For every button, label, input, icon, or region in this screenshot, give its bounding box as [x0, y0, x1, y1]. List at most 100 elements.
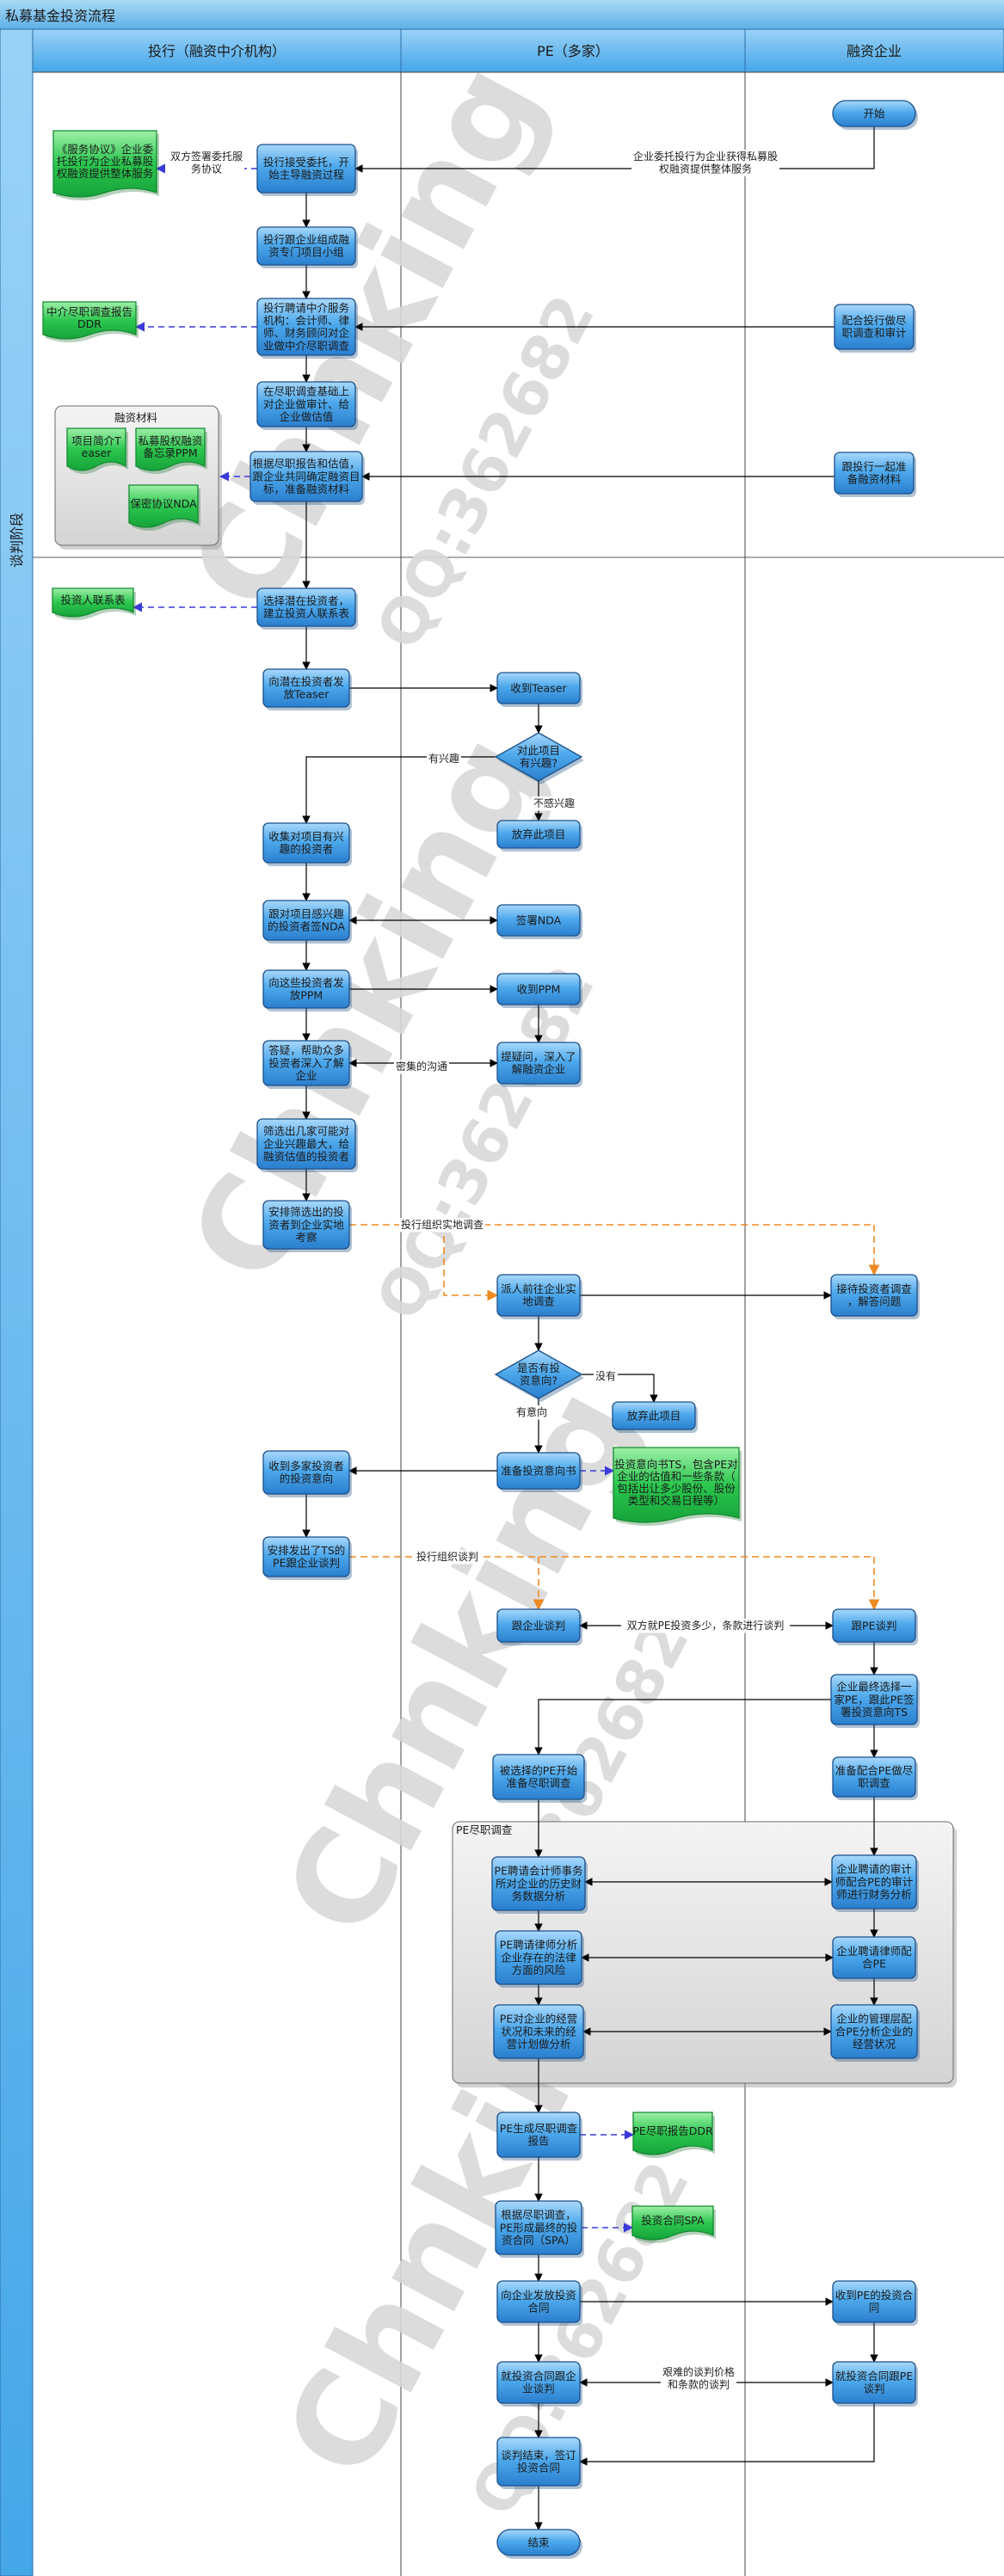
node-label: 向潜在投资者发放Teaser: [268, 675, 344, 701]
node-label: PE尽职报告DDR: [632, 2124, 713, 2137]
node-doc-nda[interactable]: 保密协议NDA: [128, 484, 200, 531]
node-label: 安排筛选出的投资者到企业实地考察: [268, 1206, 344, 1244]
svg-text:投行组织实地调查: 投行组织实地调查: [401, 1218, 484, 1231]
node-co-select-pe[interactable]: 企业最终选择一家PE，跟此PE签署投资意向TS: [830, 1674, 920, 1728]
title-bar: [0, 0, 1004, 29]
edge-label-org-visit: 投行组织实地调查: [399, 1218, 485, 1233]
edge-label-start-ib: 企业委托投行为企业获得私募股权融资提供整体服务: [631, 150, 779, 176]
node-doc-service-agreement[interactable]: 《服务协议》企业委托投行为企业私募股权融资提供整体服务: [52, 130, 159, 200]
edge-label-ib-doc: 双方签署委托服务协议: [169, 150, 244, 176]
node-ib-collect[interactable]: 收集对项目有兴趣的投资者: [262, 822, 352, 866]
node-label: 根据尽职报告和估值，跟企业共同确定融资目标，准备融资材料: [252, 458, 360, 495]
lane-header-ib: 投行（融资中介机构）: [148, 43, 286, 59]
node-label: PE对企业的经营状况和未来的经营计划做分析: [500, 2013, 577, 2050]
node-label: 准备投资意向书: [501, 1464, 576, 1477]
node-label: 派人前往企业实地调查: [501, 1282, 576, 1308]
node-label: 企业的管理层配合PE分析企业的经营状况: [835, 2013, 913, 2050]
node-pe-spa[interactable]: 根据尽职调查，PE形成最终的投资合同（SPA）: [495, 2200, 584, 2258]
node-ib-send-teaser[interactable]: 向潜在投资者发放Teaser: [262, 668, 352, 710]
node-label: 接待投资者调查，解答问题: [836, 1282, 912, 1308]
node-ib-send-ppm[interactable]: 向这些投资者发放PPM: [262, 969, 352, 1011]
node-pe-sign[interactable]: 谈判结束，签订投资合同: [496, 2437, 582, 2489]
node-label: 根据尽职调查，PE形成最终的投资合同（SPA）: [500, 2209, 577, 2247]
node-pe-abandon-2[interactable]: 放弃此项目: [612, 1401, 698, 1433]
node-label: 《服务协议》企业委托投行为企业私募股权融资提供整体服务: [57, 143, 154, 180]
node-pe-prepare-dd[interactable]: 被选择的PE开始准备尽职调查: [492, 1754, 587, 1803]
node-ib-select[interactable]: 选择潜在投资者，建立投资人联系表: [256, 587, 358, 630]
node-pe-hire-accountant[interactable]: PE聘请会计师事务所对企业的历史财务数据分析: [491, 1856, 588, 1914]
edge-co-neg-sign: [579, 2403, 875, 2466]
node-label: 跟企业谈判: [512, 1619, 566, 1632]
node-pe-analyze-ops[interactable]: PE对企业的经营状况和未来的经营计划做分析: [493, 2004, 586, 2062]
node-label: 投资合同SPA: [641, 2214, 705, 2227]
node-co-negotiate[interactable]: 跟PE谈判: [832, 1608, 918, 1645]
node-co-receive-spa[interactable]: 收到PE的投资合同: [832, 2280, 918, 2326]
node-ib-accept[interactable]: 投行接受委托，开始主导融资过程: [256, 144, 358, 196]
svg-text:投行组织谈判: 投行组织谈判: [416, 1550, 478, 1563]
node-pe-abandon-1[interactable]: 放弃此项目: [496, 820, 582, 851]
node-label: 谈判结束，签订投资合同: [501, 2449, 576, 2475]
edge-visit-orange-pe: [443, 1225, 499, 1301]
edge-label-pe-co-terms: 双方就PE投资多少，条款进行谈判: [621, 1619, 790, 1633]
node-doc-investor-list[interactable]: 投资人联系表: [52, 587, 136, 620]
node-label: 配合投行做尽职调查和审计: [841, 314, 907, 340]
node-co-accountant[interactable]: 企业聘请的审计师配合PE的审计师进行财务分析: [831, 1854, 919, 1912]
edge-label-interested-no: 不感兴趣: [532, 796, 576, 811]
node-pe-ddr[interactable]: PE生成尽职调查报告: [496, 2112, 582, 2161]
node-ib-prepare[interactable]: 根据尽职报告和估值，跟企业共同确定融资目标，准备融资材料: [249, 451, 365, 505]
svg-text:没有: 没有: [595, 1369, 616, 1382]
node-ib-answer[interactable]: 答疑，帮助众多投资者深入了解企业: [262, 1040, 352, 1089]
node-pe-intent[interactable]: 是否有投资意向?: [494, 1349, 584, 1402]
node-pe-send-spa[interactable]: 向企业发放投资合同: [496, 2280, 582, 2326]
node-label: 跟投行一起准备融资材料: [841, 460, 906, 486]
node-co-management[interactable]: 企业的管理层配合PE分析企业的经营状况: [830, 2004, 920, 2062]
node-pe-prepare-ts[interactable]: 准备投资意向书: [496, 1452, 582, 1492]
node-ib-hire[interactable]: 投行聘请中介服务机构：会计师、律师、财务顾问对企业做中介尽职调查: [256, 298, 358, 359]
node-ib-screen[interactable]: 筛选出几家可能对企业兴趣最大，给融资估值的投资者: [256, 1118, 358, 1172]
node-ib-arrange-visit[interactable]: 安排筛选出的投资者到企业实地考察: [262, 1200, 352, 1252]
node-ib-review[interactable]: 在尽职调查基础上对企业做审计、给企业做估值: [256, 381, 358, 430]
node-label: 在尽职调查基础上对企业做审计、给企业做估值: [263, 385, 349, 423]
node-pe-interested[interactable]: 对此项目有兴趣?: [494, 732, 584, 784]
edge-label-spa-terms: 艰难的谈判价格和条款的谈判: [661, 2365, 736, 2392]
node-ib-receive-ts[interactable]: 收到多家投资者的投资意向: [262, 1450, 352, 1497]
node-doc-spa[interactable]: 投资合同SPA: [631, 2205, 716, 2243]
node-co-prepare-materials[interactable]: 跟投行一起准备融资材料: [834, 452, 916, 497]
node-end[interactable]: 结束: [496, 2529, 582, 2559]
node-pe-negotiate-spa[interactable]: 就投资合同跟企业谈判: [496, 2361, 582, 2407]
materials-group-label: 融资材料: [114, 411, 158, 424]
node-doc-ts[interactable]: 投资意向书TS，包含PE对企业的估值和一些条款（包括出让多少股份、股份类型和交易…: [613, 1447, 742, 1526]
node-label: 筛选出几家可能对企业兴趣最大，给融资估值的投资者: [263, 1125, 349, 1163]
node-doc-pe-ddr[interactable]: PE尽职报告DDR: [632, 2112, 715, 2158]
node-pe-receive-ppm[interactable]: 收到PPM: [496, 973, 582, 1008]
svg-text:双方就PE投资多少，条款进行谈判: 双方就PE投资多少，条款进行谈判: [627, 1619, 785, 1632]
node-label: 收到多家投资者的投资意向: [268, 1460, 344, 1485]
node-pe-question[interactable]: 提疑问，深入了解融资企业: [496, 1042, 582, 1087]
node-pe-receive-teaser[interactable]: 收到Teaser: [496, 672, 582, 707]
node-co-cooperate-dd[interactable]: 配合投行做尽职调查和审计: [834, 304, 916, 353]
node-co-receive[interactable]: 接待投资者调查，解答问题: [830, 1274, 920, 1319]
node-label: 放弃此项目: [512, 827, 566, 840]
node-co-cooperate-pe-dd[interactable]: 准备配合PE做尽职调查: [832, 1756, 918, 1800]
node-pe-visit[interactable]: 派人前往企业实地调查: [496, 1274, 582, 1319]
node-label: 结束: [527, 2536, 550, 2549]
node-label: 收到PPM: [517, 982, 561, 995]
node-co-lawyer[interactable]: 企业聘请律师配合PE: [832, 1936, 918, 1982]
node-label: 就投资合同跟企业谈判: [501, 2370, 576, 2395]
edge-label-intent-yes: 有意向: [514, 1405, 549, 1420]
node-ib-form-team[interactable]: 投行跟企业组成融资专门项目小组: [256, 226, 358, 268]
node-doc-ppm[interactable]: 私募股权融资备忘录PPM: [135, 427, 207, 474]
node-pe-negotiate[interactable]: 跟企业谈判: [496, 1608, 582, 1645]
node-start[interactable]: 开始: [832, 100, 918, 130]
node-pe-sign-nda[interactable]: 签署NDA: [496, 904, 582, 939]
node-pe-hire-lawyer[interactable]: PE聘请律师分析企业存在的法律方面的风险: [495, 1930, 584, 1988]
lane-headers: 投行（融资中介机构） PE（多家） 融资企业: [32, 28, 1004, 73]
node-ib-sign-nda[interactable]: 跟对项目感兴趣的投资者签NDA: [262, 900, 352, 944]
node-label: 对此项目有兴趣?: [517, 744, 560, 770]
